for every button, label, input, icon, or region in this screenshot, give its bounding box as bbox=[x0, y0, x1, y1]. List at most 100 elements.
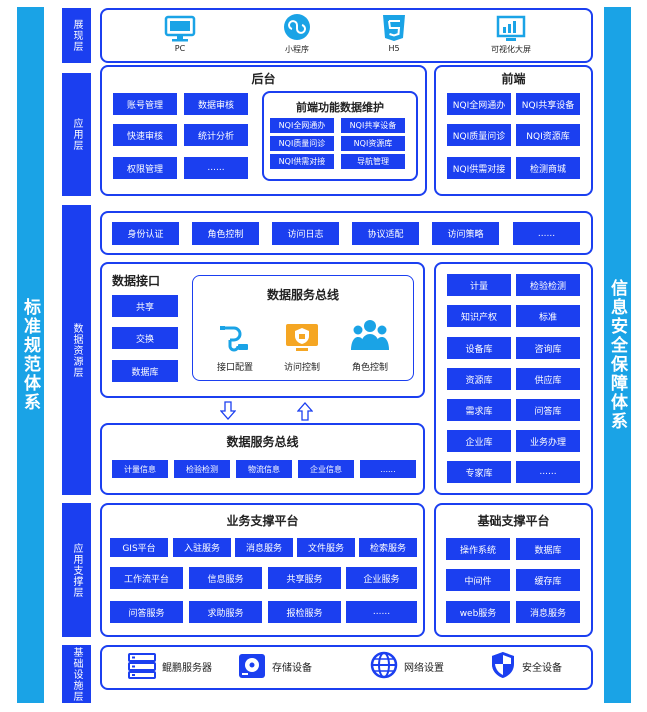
resource-button[interactable]: 资源库 bbox=[447, 368, 511, 390]
bus-top-item: 角色控制 bbox=[351, 363, 388, 373]
security-shield-icon bbox=[492, 652, 514, 678]
bus-top-item: 接口配置 bbox=[216, 363, 253, 373]
backend-button[interactable]: 权限管理 bbox=[113, 157, 177, 179]
maintenance-button[interactable]: 导航管理 bbox=[341, 154, 405, 169]
infra-item-storage: 存储设备 bbox=[272, 663, 312, 674]
storage-device-icon bbox=[239, 654, 265, 678]
biz-button[interactable]: 共享服务 bbox=[268, 567, 341, 589]
backend-button[interactable]: ...... bbox=[184, 157, 248, 179]
display-item-pc: PC bbox=[174, 44, 186, 53]
biz-button[interactable]: 问答服务 bbox=[110, 601, 183, 623]
data-service-bus-bottom bbox=[100, 423, 425, 495]
biz-button[interactable]: 求助服务 bbox=[189, 601, 262, 623]
data-interface-button[interactable]: 共享 bbox=[112, 295, 178, 317]
biz-button[interactable]: 文件服务 bbox=[297, 538, 355, 557]
arrow-down-icon bbox=[220, 401, 236, 420]
resource-button[interactable]: 设备库 bbox=[447, 337, 511, 359]
pc-icon bbox=[164, 15, 196, 42]
frontend-maintenance-title: 前端功能数据维护 bbox=[296, 101, 384, 114]
display-item-h5: H5 bbox=[388, 44, 400, 53]
bus-bottom-button[interactable]: ...... bbox=[360, 460, 416, 478]
standards-system-label: 标准规范体系 bbox=[20, 298, 40, 412]
resource-button[interactable]: 问答库 bbox=[516, 399, 580, 421]
frontend-button[interactable]: NQI共享设备 bbox=[516, 93, 580, 115]
security-button[interactable]: ...... bbox=[513, 222, 580, 245]
frontend-button[interactable]: NQI供需对接 bbox=[447, 157, 511, 179]
display-item-big-screen: 可视化大屏 bbox=[491, 45, 531, 54]
layer-application: 应用层 bbox=[62, 73, 91, 196]
security-system-label: 信息安全保障体系 bbox=[607, 279, 627, 431]
security-button[interactable]: 身份认证 bbox=[112, 222, 179, 245]
bus-bottom-button[interactable]: 物流信息 bbox=[236, 460, 292, 478]
biz-button[interactable]: GIS平台 bbox=[110, 538, 168, 557]
layer-data-resource: 数据资源层 bbox=[62, 205, 91, 495]
resource-button[interactable]: 专家库 bbox=[447, 461, 511, 483]
resource-button[interactable]: 标准 bbox=[516, 305, 580, 327]
infra-item-security: 安全设备 bbox=[522, 663, 562, 674]
h5-icon bbox=[383, 15, 405, 41]
base-button[interactable]: 数据库 bbox=[516, 538, 580, 560]
base-button[interactable]: web服务 bbox=[446, 601, 510, 623]
backend-button[interactable]: 账号管理 bbox=[113, 93, 177, 115]
resource-button[interactable]: 企业库 bbox=[447, 430, 511, 452]
frontend-button[interactable]: NQI全网通办 bbox=[447, 93, 511, 115]
resource-button[interactable]: ...... bbox=[516, 461, 580, 483]
biz-button[interactable]: 检索服务 bbox=[359, 538, 417, 557]
maintenance-button[interactable]: NQI共享设备 bbox=[341, 118, 405, 133]
layer-display: 展现层 bbox=[62, 8, 91, 63]
standards-system-bar: 标准规范体系 bbox=[17, 7, 44, 703]
resource-button[interactable]: 计量 bbox=[447, 274, 511, 296]
backend-button[interactable]: 数据审核 bbox=[184, 93, 248, 115]
maintenance-button[interactable]: NQI质量问诊 bbox=[270, 136, 334, 151]
frontend-button[interactable]: 检测商城 bbox=[516, 157, 580, 179]
resource-button[interactable]: 业务办理 bbox=[516, 430, 580, 452]
resource-button[interactable]: 需求库 bbox=[447, 399, 511, 421]
base-button[interactable]: 消息服务 bbox=[516, 601, 580, 623]
business-support-title: 业务支撑平台 bbox=[226, 514, 299, 528]
security-button[interactable]: 角色控制 bbox=[192, 222, 259, 245]
maintenance-button[interactable]: NQI供需对接 bbox=[270, 154, 334, 169]
data-interface-button[interactable]: 交换 bbox=[112, 327, 178, 349]
access-control-icon bbox=[286, 324, 318, 351]
server-icon bbox=[128, 653, 156, 679]
bus-bottom-button[interactable]: 企业信息 bbox=[298, 460, 354, 478]
bus-bottom-button[interactable]: 计量信息 bbox=[112, 460, 168, 478]
data-interface-button[interactable]: 数据库 bbox=[112, 360, 178, 382]
arrow-up-icon bbox=[297, 402, 313, 421]
frontend-title: 前端 bbox=[501, 72, 526, 86]
resource-button[interactable]: 供应库 bbox=[516, 368, 580, 390]
biz-button[interactable]: 信息服务 bbox=[189, 567, 262, 589]
base-button[interactable]: 操作系统 bbox=[446, 538, 510, 560]
resource-button[interactable]: 咨询库 bbox=[516, 337, 580, 359]
biz-button[interactable]: 入驻服务 bbox=[173, 538, 231, 557]
bus-top-item: 访问控制 bbox=[283, 363, 320, 373]
mini-program-icon bbox=[284, 14, 310, 40]
frontend-button[interactable]: NQI质量问诊 bbox=[447, 124, 511, 146]
security-system-bar: 信息安全保障体系 bbox=[604, 7, 631, 703]
biz-button[interactable]: 消息服务 bbox=[235, 538, 293, 557]
biz-button[interactable]: 企业服务 bbox=[346, 567, 417, 589]
backend-button[interactable]: 统计分析 bbox=[184, 124, 248, 146]
security-button[interactable]: 协议适配 bbox=[352, 222, 419, 245]
data-interface-title: 数据接口 bbox=[112, 274, 161, 288]
interface-config-icon bbox=[220, 326, 248, 352]
base-button[interactable]: 中间件 bbox=[446, 569, 510, 591]
display-item-mini-program: 小程序 bbox=[285, 45, 309, 54]
backend-button[interactable]: 快速审核 bbox=[113, 124, 177, 146]
resource-button[interactable]: 知识产权 bbox=[447, 305, 511, 327]
security-button[interactable]: 访问策略 bbox=[432, 222, 499, 245]
biz-button[interactable]: 报检服务 bbox=[268, 601, 341, 623]
infra-item-server: 鲲鹏服务器 bbox=[162, 663, 212, 674]
security-row-panel bbox=[100, 211, 593, 255]
backend-title: 后台 bbox=[251, 72, 276, 86]
resource-button[interactable]: 检验检测 bbox=[516, 274, 580, 296]
base-button[interactable]: 缓存库 bbox=[516, 569, 580, 591]
biz-button[interactable]: ...... bbox=[346, 601, 417, 623]
bus-bottom-button[interactable]: 检验检测 bbox=[174, 460, 230, 478]
frontend-button[interactable]: NQI资源库 bbox=[516, 124, 580, 146]
layer-infrastructure: 基础设施层 bbox=[62, 645, 91, 703]
biz-button[interactable]: 工作流平台 bbox=[110, 567, 183, 589]
security-button[interactable]: 访问日志 bbox=[272, 222, 339, 245]
maintenance-button[interactable]: NQI全网通办 bbox=[270, 118, 334, 133]
maintenance-button[interactable]: NQI资源库 bbox=[341, 136, 405, 151]
